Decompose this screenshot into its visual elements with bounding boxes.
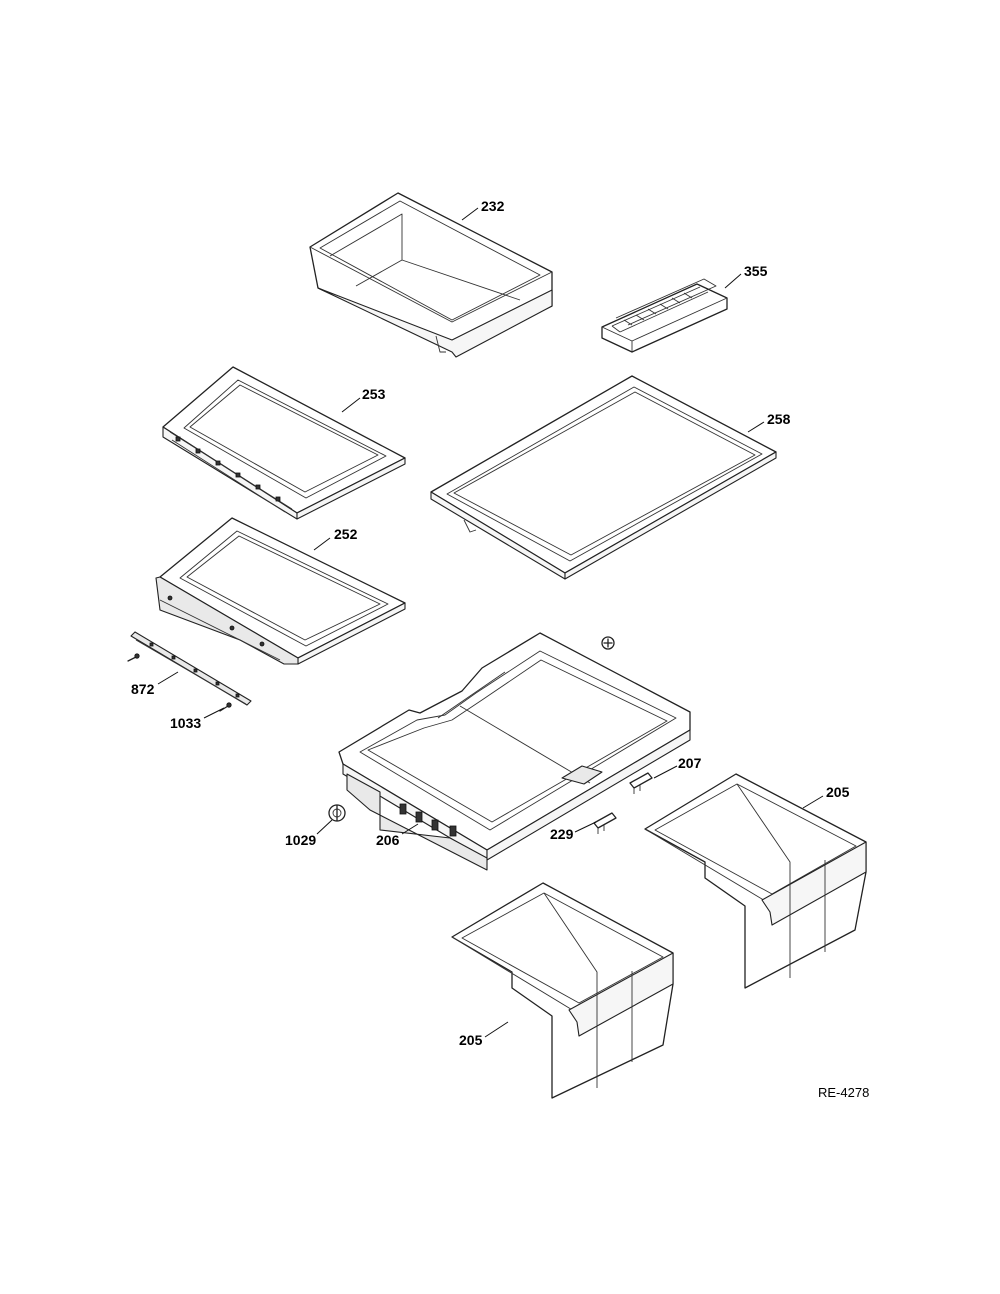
callout-872: 872 [131, 681, 155, 697]
part-355-ice-tray [601, 278, 728, 353]
part-258-large-shelf [430, 375, 777, 580]
part-205-crisper-drawer-right [644, 773, 867, 989]
callout-253: 253 [362, 386, 386, 402]
part-252-shelf [155, 517, 406, 665]
callout-232: 232 [481, 198, 505, 214]
part-207-clip [629, 772, 653, 794]
callout-258: 258 [767, 411, 791, 427]
reference-code: RE-4278 [818, 1085, 869, 1100]
part-206-crisper-cover [338, 632, 691, 871]
callout-252: 252 [334, 526, 358, 542]
callout-229: 229 [550, 826, 574, 842]
callout-1029: 1029 [285, 832, 316, 848]
callout-206: 206 [376, 832, 400, 848]
part-232-pan-drawer [309, 192, 553, 358]
part-1033-screw-b [219, 702, 232, 712]
callout-1033: 1033 [170, 715, 201, 731]
callout-205-lower: 205 [459, 1032, 483, 1048]
callout-355: 355 [744, 263, 768, 279]
callout-207: 207 [678, 755, 702, 771]
part-1033-screw-a [127, 653, 140, 662]
leader-lines [157, 207, 824, 1038]
part-205-crisper-drawer-lower [451, 882, 674, 1099]
callout-labels: 232 355 253 258 252 872 1033 207 205 229… [131, 198, 869, 1100]
part-1029-knob [328, 804, 346, 822]
part-229-clip [593, 812, 617, 834]
part-253-shelf [162, 366, 406, 520]
callout-205-right: 205 [826, 784, 850, 800]
part-872-rail [130, 631, 252, 706]
